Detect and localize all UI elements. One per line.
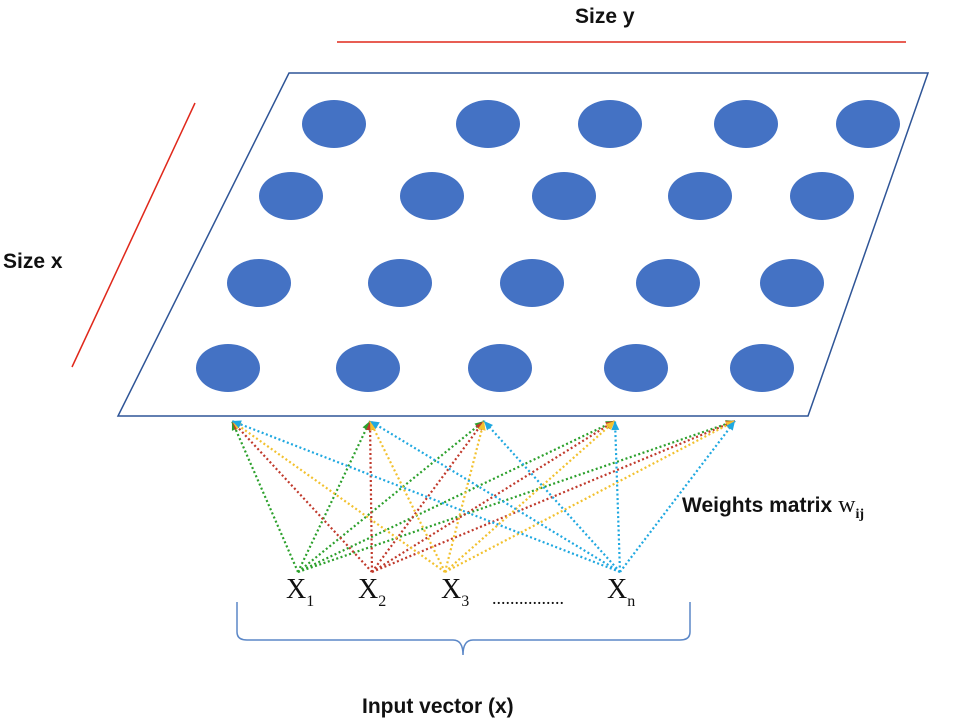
arrowhead [484, 421, 493, 431]
input-label-3: X3 [441, 574, 469, 610]
arrowhead [232, 420, 242, 428]
output-grid-plane [116, 72, 930, 417]
output-nodes [196, 100, 900, 392]
grid-node [368, 259, 432, 307]
grid-node [714, 100, 778, 148]
weight-connection-line [297, 420, 371, 573]
weight-connection-line [369, 420, 446, 573]
grid-node [259, 172, 323, 220]
input-labels: X1 X2 X3 Xn [286, 574, 635, 610]
grid-node [227, 259, 291, 307]
grid-node [790, 172, 854, 220]
weight-connection-line [443, 420, 486, 573]
arrowhead [477, 421, 486, 431]
input-label-1: X1 [286, 574, 314, 610]
grid-node [668, 172, 732, 220]
grid-node [456, 100, 520, 148]
weight-connection-line [619, 420, 736, 573]
arrowhead [605, 421, 615, 430]
arrowhead [370, 421, 380, 430]
grid-node [336, 344, 400, 392]
weight-connection-line [297, 419, 736, 574]
input-label-4: Xn [607, 574, 635, 610]
size-y-label: Size y [575, 5, 635, 28]
grid-node [636, 259, 700, 307]
weight-connection-line [297, 420, 485, 573]
grid-node [836, 100, 900, 148]
weight-connection-line [368, 420, 374, 573]
arrowhead [611, 421, 620, 431]
weight-connection-line [231, 420, 446, 573]
grid-node [760, 259, 824, 307]
input-brace [236, 602, 691, 656]
grid-node [468, 344, 532, 392]
grid-node [500, 259, 564, 307]
grid-node [604, 344, 668, 392]
weight-connection-line [297, 420, 616, 573]
input-vector-label: Input vector (x) [362, 695, 514, 718]
grid-node [730, 344, 794, 392]
size-x-label: Size x [3, 250, 63, 273]
weight-connection-line [231, 420, 373, 573]
grid-node [532, 172, 596, 220]
grid-node [196, 344, 260, 392]
weight-connection-line [371, 420, 616, 573]
ellipsis: ................ [492, 588, 564, 608]
weight-connection-line [444, 420, 736, 573]
weight-connection-line [231, 419, 621, 574]
weight-connection-line [444, 420, 616, 573]
input-label-2: X2 [358, 574, 386, 610]
size-x-line [71, 102, 196, 368]
arrowhead [726, 421, 735, 431]
grid-node [302, 100, 366, 148]
grid-node [400, 172, 464, 220]
grid-node [578, 100, 642, 148]
weight-connection-line [369, 420, 621, 573]
weight-connection-line [613, 420, 622, 573]
weight-connection-line [230, 420, 300, 573]
weight-connections [230, 419, 736, 574]
